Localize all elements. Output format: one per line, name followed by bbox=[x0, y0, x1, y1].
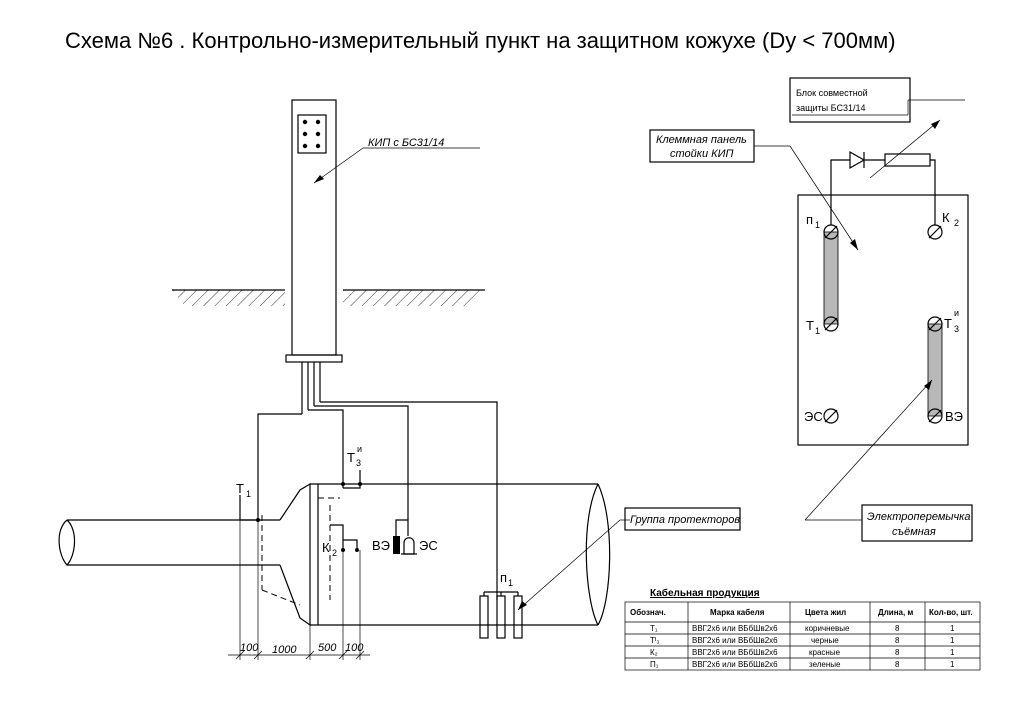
table-cell: 8 bbox=[895, 660, 900, 669]
p1-label: п bbox=[500, 570, 507, 585]
terminal-t1 bbox=[823, 316, 839, 332]
table-cell: Тᴵ₃ bbox=[650, 636, 659, 645]
block-label-frame bbox=[792, 100, 909, 116]
terminal-t3 bbox=[927, 316, 943, 332]
panel-es-label: ЭС bbox=[804, 409, 823, 424]
panel-k2-label: К bbox=[942, 210, 950, 225]
t3-sup: и bbox=[357, 444, 362, 454]
table-header: Марка кабеля bbox=[710, 608, 765, 617]
table-cell: ВВГ2х6 или ВБбШв2х6 bbox=[692, 660, 778, 669]
k2-terminal bbox=[330, 524, 359, 552]
table-cell: Т₁ bbox=[650, 624, 658, 633]
cable-table bbox=[624, 601, 981, 671]
dim-1: 100 bbox=[240, 642, 259, 654]
terminal-es bbox=[823, 408, 839, 424]
page-title: Схема №6 . Контрольно-измерительный пунк… bbox=[65, 28, 896, 53]
dim-4: 100 bbox=[345, 642, 364, 654]
kip-label: КИП с БС31/14 bbox=[368, 137, 444, 149]
es-label: ЭС bbox=[419, 538, 438, 553]
bs31-block bbox=[789, 77, 965, 225]
dim-3: 500 bbox=[318, 642, 337, 654]
dim-2: 1000 bbox=[272, 644, 297, 656]
table-cell: зеленые bbox=[809, 660, 841, 669]
t1-terminal bbox=[239, 495, 260, 522]
table-cell: 8 bbox=[895, 648, 900, 657]
t3-sub: 3 bbox=[356, 458, 361, 468]
table-cell: коричневые bbox=[805, 624, 850, 633]
table-cell: ВВГ2х6 или ВБбШв2х6 bbox=[692, 624, 778, 633]
dimension-lines bbox=[228, 520, 370, 660]
panel-t3-sub: 3 bbox=[954, 324, 959, 334]
t3-label: Т bbox=[347, 450, 355, 465]
panel-t1-sub: 1 bbox=[815, 326, 820, 336]
table-cell: 1 bbox=[950, 636, 955, 645]
terminal-k2 bbox=[927, 224, 943, 240]
k2-label: К bbox=[322, 540, 330, 555]
t1-sub: 1 bbox=[246, 489, 251, 499]
table-cell: 1 bbox=[950, 648, 955, 657]
table-header: Обознач. bbox=[630, 608, 666, 617]
ve-label: ВЭ bbox=[372, 538, 390, 553]
cable-bundle bbox=[257, 362, 498, 600]
t3-terminal bbox=[341, 470, 362, 489]
panel-label-2: стойки КИП bbox=[670, 148, 733, 160]
panel-p1-label: п bbox=[806, 212, 813, 227]
protector-group bbox=[479, 507, 741, 639]
protectors-label: Группа протекторов bbox=[630, 514, 740, 526]
table-header: Цвета жил bbox=[805, 608, 846, 617]
table-cell: 8 bbox=[895, 624, 900, 633]
terminal-panel bbox=[797, 194, 969, 446]
jumper-label-2: съёмная bbox=[892, 526, 936, 538]
panel-p1-sub: 1 bbox=[815, 220, 820, 230]
jumper-callout bbox=[804, 379, 973, 542]
panel-t3-sup: и bbox=[954, 308, 959, 318]
table-header: Кол-во, шт. bbox=[929, 608, 973, 617]
table-cell: П₁ bbox=[650, 660, 659, 669]
terminal-ve bbox=[927, 408, 943, 424]
table-cell: красные bbox=[809, 648, 841, 657]
ground-surface bbox=[172, 289, 485, 307]
panel-ve-label: ВЭ bbox=[945, 409, 963, 424]
panel-t1-label: Т bbox=[806, 318, 814, 333]
table-cell: черные bbox=[811, 636, 839, 645]
t1-label: Т bbox=[236, 481, 244, 496]
panel-callout bbox=[649, 129, 859, 251]
jumper-label-1: Электроперемычка bbox=[867, 511, 970, 523]
table-cell: 1 bbox=[950, 660, 955, 669]
table-title: Кабельная продукция bbox=[650, 587, 760, 599]
table-cell: 8 bbox=[895, 636, 900, 645]
reference-electrode bbox=[393, 519, 417, 555]
table-cell: ВВГ2х6 или ВБбШв2х6 bbox=[692, 648, 778, 657]
k2-sub: 2 bbox=[332, 548, 337, 558]
panel-label-1: Клеммная панель bbox=[656, 134, 747, 146]
table-cell: 1 bbox=[950, 624, 955, 633]
block-label-1: Блок совместной bbox=[796, 88, 868, 98]
block-label-2: защиты БС31/14 bbox=[796, 103, 865, 113]
table-header: Длина, м bbox=[878, 608, 913, 617]
table-cell: ВВГ2х6 или ВБбШв2х6 bbox=[692, 636, 778, 645]
p1-sub: 1 bbox=[508, 578, 513, 588]
panel-k2-sub: 2 bbox=[954, 218, 959, 228]
table-cell: К₂ bbox=[650, 648, 658, 657]
panel-t3-label: Т bbox=[944, 316, 952, 331]
